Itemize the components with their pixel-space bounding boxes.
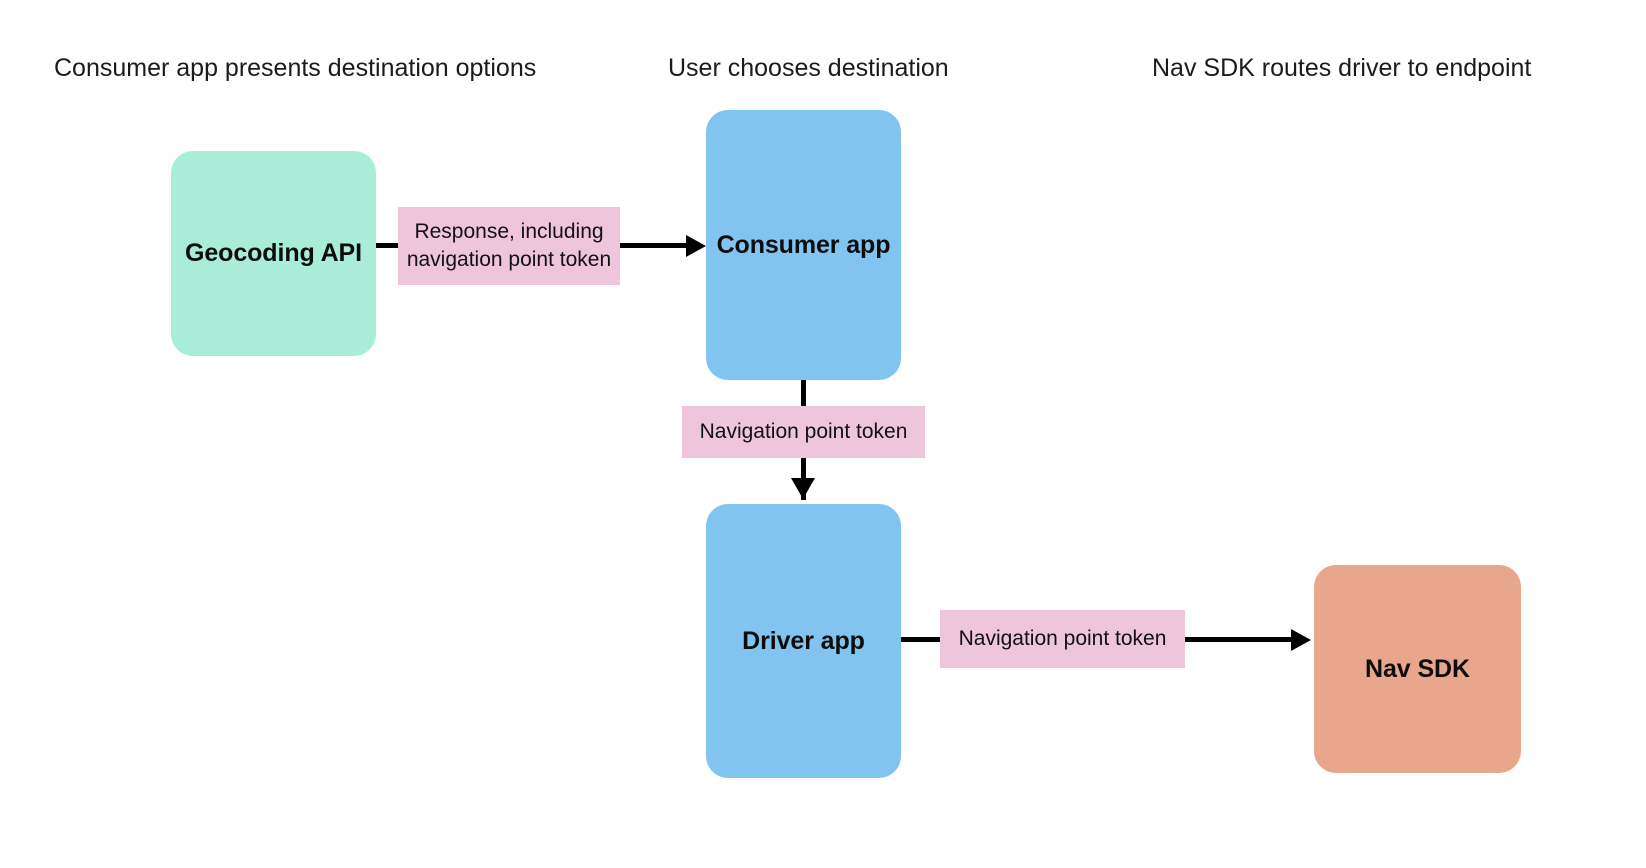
- edge-line-label-to-consumer: [619, 243, 687, 248]
- edge-label-navigation-point-token-vertical-text: Navigation point token: [699, 420, 908, 444]
- edge-line-label-to-navsdk: [1184, 637, 1292, 642]
- column-header-user-chooses-destination: User chooses destination: [668, 54, 949, 82]
- edge-label-navigation-point-token-vertical: Navigation point token: [682, 406, 925, 458]
- edge-label-response-text: Response, including navigation point tok…: [406, 220, 612, 271]
- edge-label-response-including-navigation-point-token: Response, including navigation point tok…: [398, 207, 620, 285]
- column-header-consumer-app-presents-destination-options: Consumer app presents destination option…: [54, 54, 537, 82]
- edge-line-driver-to-label: [901, 637, 945, 642]
- edge-label-navigation-point-token-horizontal-text: Navigation point token: [958, 627, 1167, 651]
- node-driver-app-label: Driver app: [742, 626, 865, 655]
- node-geocoding-api[interactable]: Geocoding API: [171, 151, 376, 356]
- node-consumer-app[interactable]: Consumer app: [706, 110, 901, 380]
- arrowhead-down-to-driver-app: [791, 478, 815, 499]
- node-driver-app[interactable]: Driver app: [706, 504, 901, 778]
- edge-label-navigation-point-token-horizontal: Navigation point token: [940, 610, 1185, 668]
- node-nav-sdk[interactable]: Nav SDK: [1314, 565, 1521, 773]
- edge-line-geocoding-to-label: [376, 243, 400, 248]
- column-header-nav-sdk-routes-driver-to-endpoint: Nav SDK routes driver to endpoint: [1152, 54, 1532, 82]
- arrowhead-right-to-consumer-app: [686, 235, 706, 257]
- node-geocoding-api-label: Geocoding API: [185, 239, 362, 267]
- edge-line-consumer-to-label: [801, 380, 806, 408]
- node-consumer-app-label: Consumer app: [716, 230, 891, 259]
- node-nav-sdk-label: Nav SDK: [1365, 654, 1470, 683]
- arrowhead-right-to-nav-sdk: [1291, 629, 1311, 651]
